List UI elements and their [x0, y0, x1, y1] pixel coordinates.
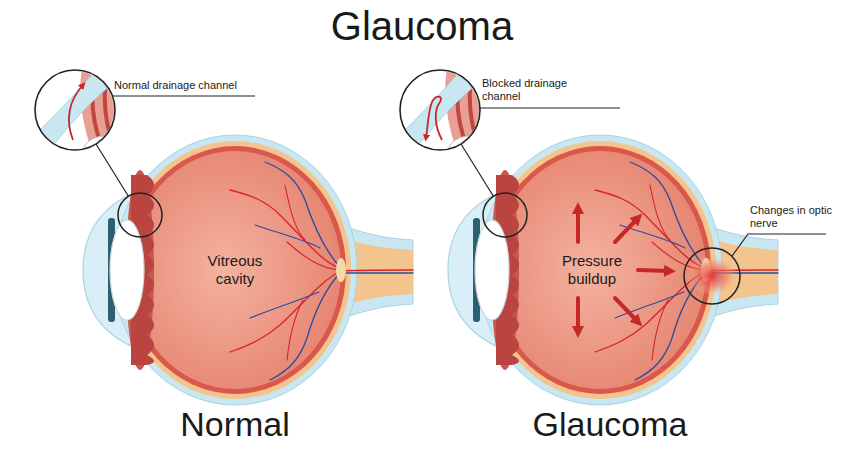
nerve-damage — [686, 256, 738, 296]
leader-line — [461, 144, 493, 196]
region-label: Pressure buildup — [553, 252, 631, 288]
pressure-arrow — [576, 298, 580, 332]
callout-label: Blocked drainage channel — [482, 77, 582, 103]
blocked-flow-arrow — [426, 97, 442, 140]
glaucoma-eye — [448, 135, 778, 405]
leader-line — [113, 95, 255, 96]
pressure-arrow — [615, 218, 638, 242]
normal-inset — [30, 65, 127, 168]
callout-label: Changes in optic nerve — [750, 204, 832, 230]
figure-caption: Normal — [135, 404, 335, 445]
magnifier-circle — [35, 70, 115, 150]
pressure-arrow — [638, 270, 670, 271]
leader-line — [732, 234, 826, 256]
pressure-arrow — [615, 298, 638, 322]
flow-arrow — [69, 85, 83, 140]
figure-caption: Glaucoma — [500, 404, 720, 445]
detail-circle — [684, 248, 740, 304]
magnifier-circle — [400, 70, 480, 150]
diagram-title: Glaucoma — [322, 2, 522, 50]
leader-line — [96, 144, 128, 196]
pressure-arrow — [576, 208, 580, 242]
normal-eye — [83, 135, 413, 405]
region-label: Vitreous cavity — [190, 252, 280, 288]
callout-label: Normal drainage channel — [114, 79, 254, 92]
leader-line — [479, 107, 620, 108]
blocked-inset — [395, 65, 492, 168]
